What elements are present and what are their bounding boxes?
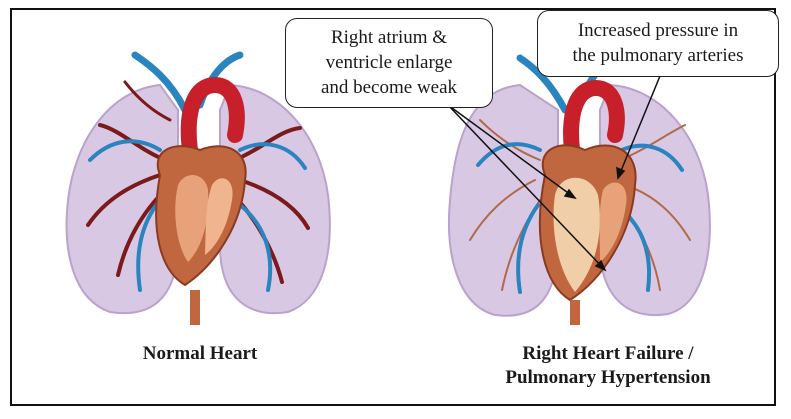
callout-pressure: Increased pressure in the pulmonary arte… (537, 10, 779, 77)
right-aorta (571, 88, 617, 150)
left-aorta (189, 85, 237, 150)
left-descending-aorta (190, 290, 200, 325)
normal-heart-label: Normal Heart (143, 343, 257, 364)
failure-caption: Right Heart Failure / Pulmonary Hyperten… (478, 342, 738, 390)
right-descending-aorta (570, 300, 580, 325)
callout-pressure-line1: Increased pressure in (538, 18, 778, 43)
failure-caption-line2: Pulmonary Hypertension (478, 366, 738, 390)
failure-caption-line1: Right Heart Failure / (478, 342, 738, 366)
callout-atrium-line2: ventricle enlarge (286, 50, 492, 75)
callout-pressure-line2: the pulmonary arteries (538, 43, 778, 68)
callout-atrium-line1: Right atrium & (286, 25, 492, 50)
callout-atrium: Right atrium & ventricle enlarge and bec… (285, 18, 493, 108)
callout-atrium-line3: and become weak (286, 75, 492, 100)
normal-heart-caption: Normal Heart (100, 342, 300, 366)
